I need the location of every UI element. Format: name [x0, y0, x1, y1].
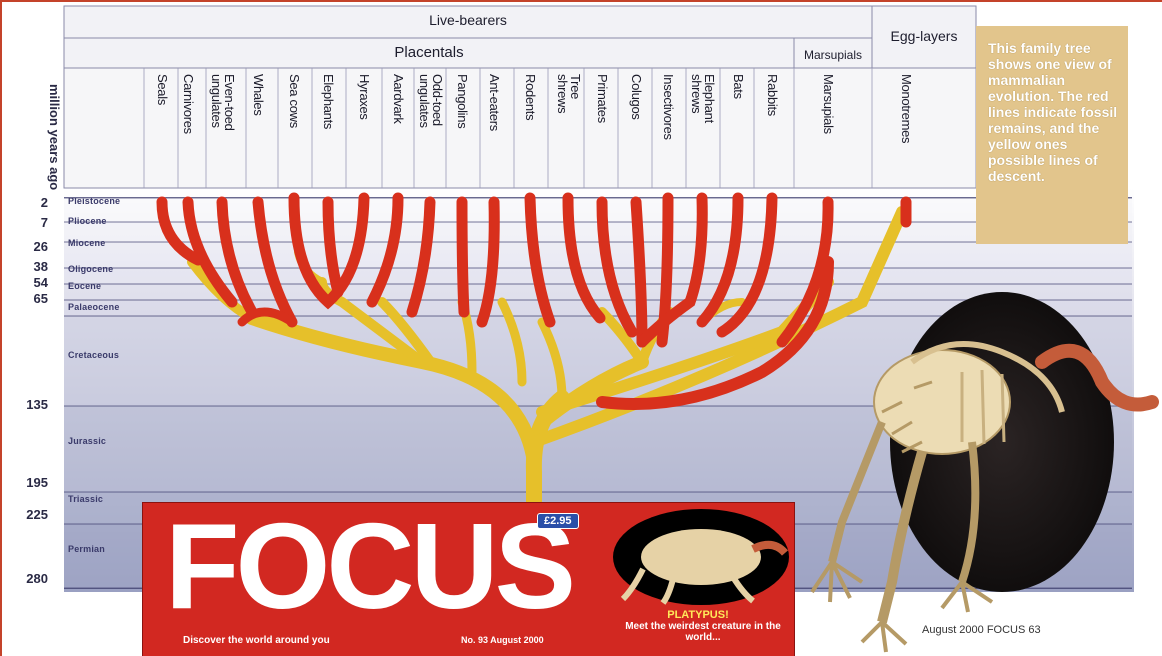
group-label: Bats: [731, 74, 745, 186]
live-bearers-header: Live-bearers: [64, 12, 872, 28]
focus-magazine-cover: FOCUS £2.95 PLATYPUS! Meet the weirdest …: [142, 502, 795, 656]
period-label: Cretaceous: [68, 350, 119, 360]
y-axis-value: 2: [22, 195, 48, 210]
group-label: Odd-toed ungulates: [416, 74, 444, 186]
egg-layers-header: Egg-layers: [872, 28, 976, 44]
y-axis-value: 135: [22, 397, 48, 412]
y-axis-value: 7: [22, 215, 48, 230]
y-axis-value: 54: [22, 275, 48, 290]
period-label: Miocene: [68, 238, 105, 248]
marsupials-header: Marsupials: [794, 48, 872, 62]
group-name-band: [64, 68, 976, 188]
period-label: Jurassic: [68, 436, 106, 446]
group-label: Colugos: [629, 74, 643, 186]
cover-headline: PLATYPUS!: [633, 609, 763, 621]
group-label: Sea cows: [287, 74, 301, 186]
group-label: Elephants: [321, 74, 335, 186]
period-label: Eocene: [68, 281, 101, 291]
group-label: Carnivores: [181, 74, 195, 186]
cover-issue: No. 93 August 2000: [461, 635, 544, 645]
period-band: [64, 268, 1132, 284]
y-axis-value: 280: [22, 571, 48, 586]
focus-logo: FOCUS: [165, 505, 572, 627]
group-label: Insectivores: [661, 74, 675, 186]
period-label: Pliocene: [68, 216, 107, 226]
cover-subline: Meet the weirdest creature in the world.…: [623, 621, 783, 643]
period-label: Triassic: [68, 494, 103, 504]
y-axis-value: 225: [22, 507, 48, 522]
explanation-note: This family tree shows one view of mamma…: [976, 26, 1128, 244]
period-label: Oligocene: [68, 264, 113, 274]
price-badge: £2.95: [537, 513, 579, 529]
y-axis-label: million years ago: [22, 82, 62, 192]
y-axis-value: 65: [22, 291, 48, 306]
group-label: Primates: [595, 74, 609, 186]
cover-platypus-image: [613, 509, 789, 605]
period-label: Pleistocene: [68, 196, 120, 206]
fossil-branch: [462, 202, 464, 312]
group-label: Hyraxes: [357, 74, 371, 186]
y-axis-value: 26: [22, 239, 48, 254]
fossil-branch: [636, 202, 642, 342]
group-label: Monotremes: [899, 74, 913, 186]
group-label: Whales: [251, 74, 265, 186]
group-label: Aardvark: [391, 74, 405, 186]
page-footer: August 2000 FOCUS 63: [922, 624, 1041, 636]
y-axis-value: 38: [22, 259, 48, 274]
group-label: Pangolins: [455, 74, 469, 186]
group-label: Seals: [155, 74, 169, 186]
period-label: Palaeocene: [68, 302, 120, 312]
group-label: Rabbits: [765, 74, 779, 186]
group-label: Rodents: [523, 74, 537, 186]
group-label: Even-toed ungulates: [208, 74, 236, 186]
placentals-header: Placentals: [64, 44, 794, 61]
group-label: Marsupials: [821, 74, 835, 186]
photo-credit: [1136, 32, 1154, 192]
group-label: Tree shrews: [554, 74, 582, 186]
y-axis-value: 195: [22, 475, 48, 490]
group-label: Ant-eaters: [487, 74, 501, 186]
group-label: Elephant shrews: [688, 74, 716, 186]
cover-tagline: Discover the world around you: [183, 635, 330, 646]
period-label: Permian: [68, 544, 105, 554]
